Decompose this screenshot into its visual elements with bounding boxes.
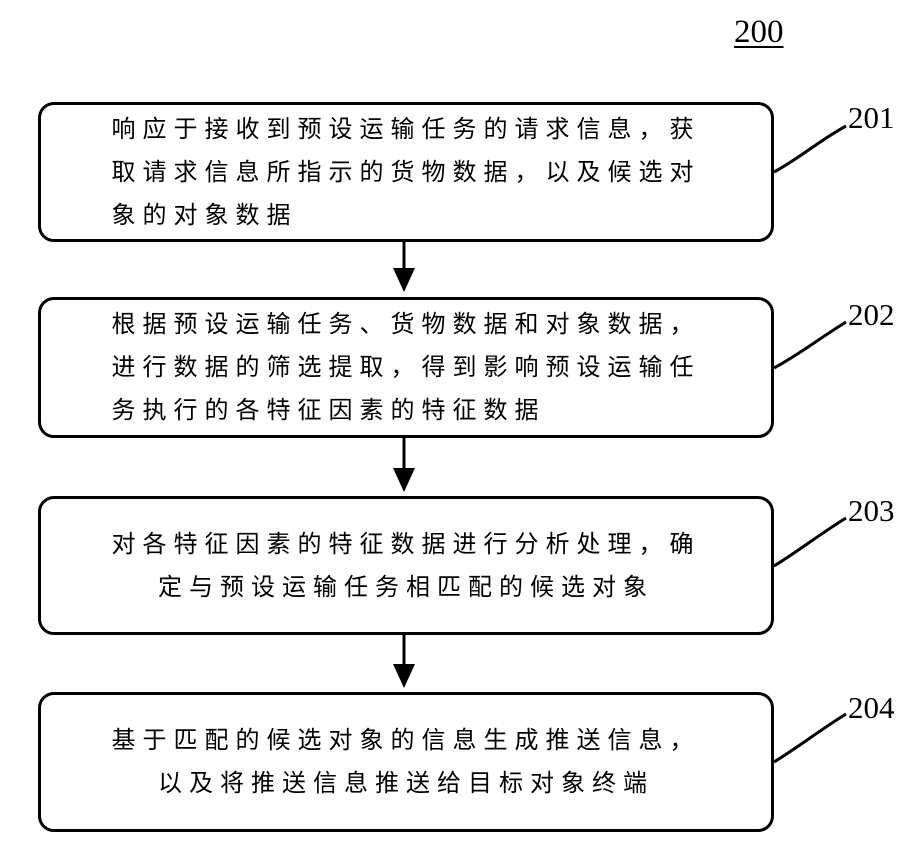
arrow-203-to-204 <box>393 635 415 688</box>
arrow-201-to-202 <box>393 242 415 292</box>
step-id-202: 202 <box>848 297 895 333</box>
arrow-202-to-203 <box>393 438 415 492</box>
step-box-201: 响应于接收到预设运输任务的请求信息，获 取请求信息所指示的货物数据，以及候选对 … <box>38 102 774 242</box>
step-id-201: 201 <box>848 100 895 136</box>
step-text-204: 基于匹配的候选对象的信息生成推送信息， 以及将推送信息推送给目标对象终端 <box>112 719 701 805</box>
step-text-202: 根据预设运输任务、货物数据和对象数据， 进行数据的筛选提取，得到影响预设运输任 … <box>112 303 701 432</box>
step-id-204: 204 <box>848 690 895 726</box>
step-box-204: 基于匹配的候选对象的信息生成推送信息， 以及将推送信息推送给目标对象终端 <box>38 692 774 832</box>
step-box-202: 根据预设运输任务、货物数据和对象数据， 进行数据的筛选提取，得到影响预设运输任 … <box>38 297 774 438</box>
leader-203 <box>774 518 846 566</box>
leader-204 <box>774 714 846 762</box>
leader-202 <box>774 322 846 368</box>
step-text-203: 对各特征因素的特征数据进行分析处理，确 定与预设运输任务相匹配的候选对象 <box>112 523 701 609</box>
step-id-203: 203 <box>848 493 895 529</box>
step-box-203: 对各特征因素的特征数据进行分析处理，确 定与预设运输任务相匹配的候选对象 <box>38 496 774 635</box>
step-text-201: 响应于接收到预设运输任务的请求信息，获 取请求信息所指示的货物数据，以及候选对 … <box>112 108 701 237</box>
leader-201 <box>774 126 846 172</box>
